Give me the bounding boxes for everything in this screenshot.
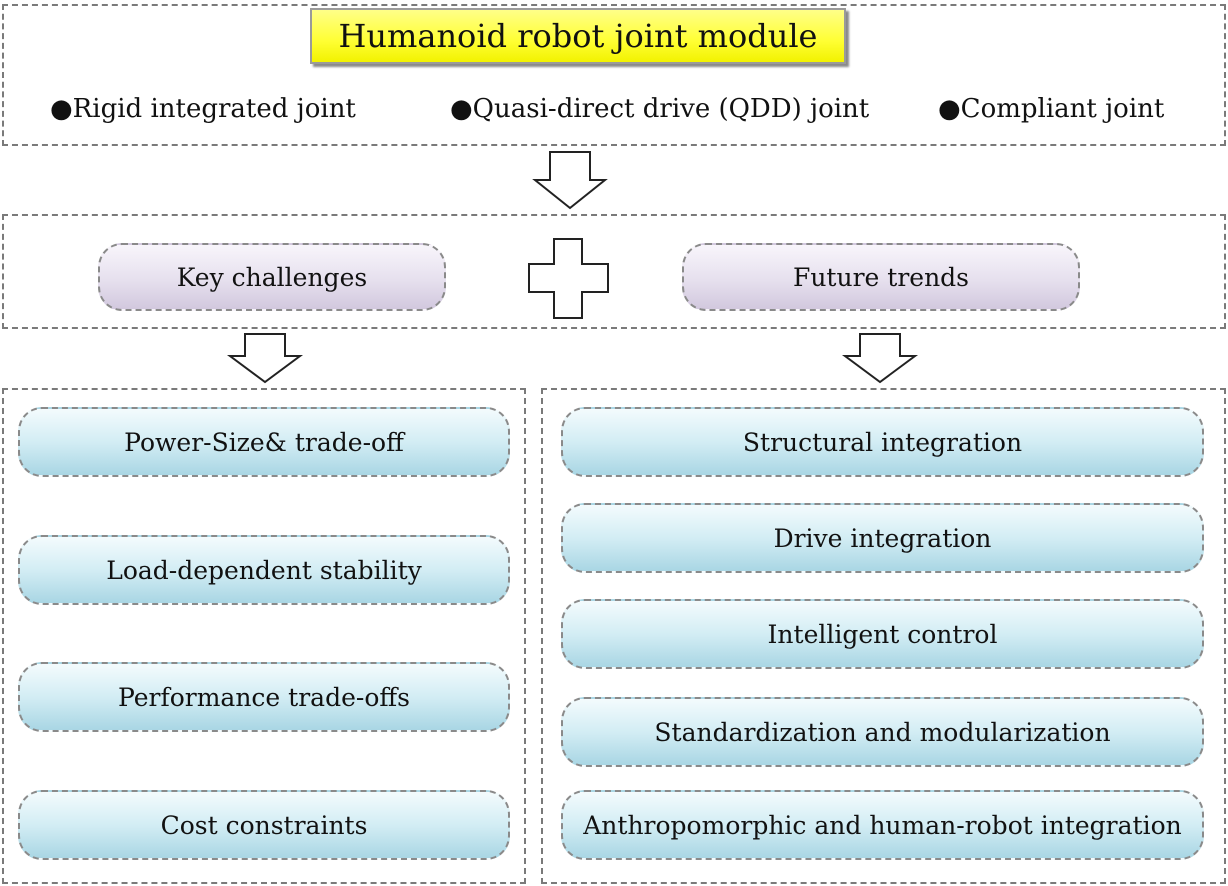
- joint-type-qdd: ●Quasi-direct drive (QDD) joint: [450, 94, 870, 124]
- trend-standardization: Standardization and modularization: [561, 697, 1204, 767]
- trend-anthropomorphic: Anthropomorphic and human-robot integrat…: [561, 790, 1204, 860]
- key-challenges-box: Key challenges: [98, 243, 446, 311]
- down-arrow-icon: [532, 151, 608, 210]
- diagram-title: Humanoid robot joint module: [310, 8, 846, 64]
- trends-list-section: [541, 388, 1226, 884]
- down-arrow-icon: [226, 333, 304, 384]
- down-arrow-icon: [841, 333, 919, 384]
- trend-intelligent-control: Intelligent control: [561, 599, 1204, 669]
- joint-types-section: [2, 4, 1226, 146]
- challenge-performance: Performance trade-offs: [18, 662, 510, 732]
- future-trends-box: Future trends: [682, 243, 1080, 311]
- joint-type-compliant: ●Compliant joint: [938, 94, 1165, 124]
- challenges-trends-section: [2, 214, 1226, 329]
- plus-icon: [528, 238, 609, 319]
- trend-drive: Drive integration: [561, 503, 1204, 573]
- joint-type-rigid: ●Rigid integrated joint: [50, 94, 356, 124]
- trend-structural: Structural integration: [561, 407, 1204, 477]
- challenge-power-size: Power-Size& trade-off: [18, 407, 510, 477]
- challenges-list-section: [2, 388, 526, 884]
- challenge-load-stability: Load-dependent stability: [18, 535, 510, 605]
- challenge-cost: Cost constraints: [18, 790, 510, 860]
